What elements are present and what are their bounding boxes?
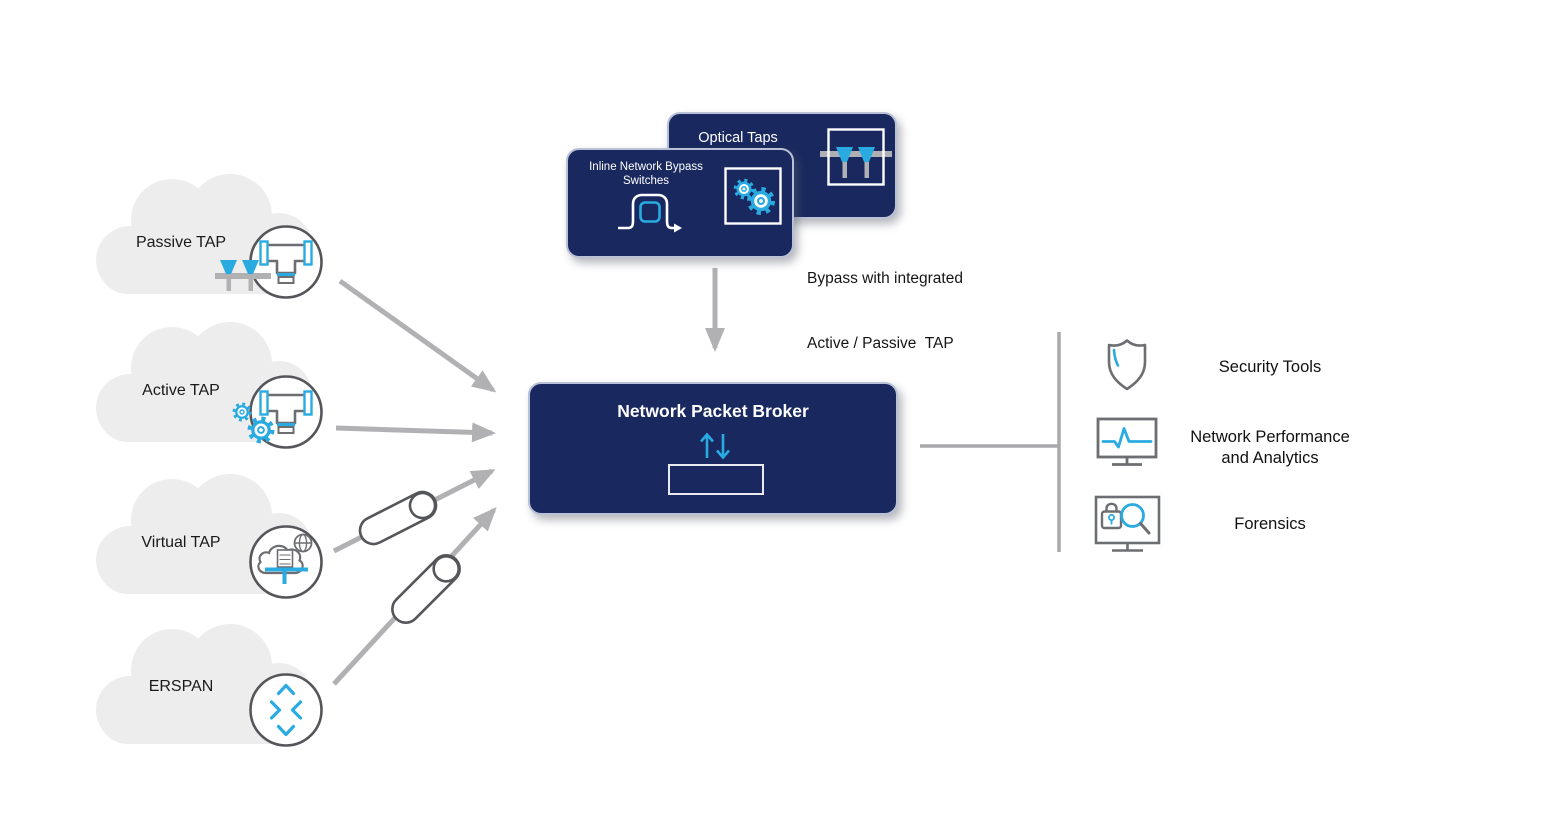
source-label: Active TAP <box>142 382 220 399</box>
destination-label-line1: Network Performance <box>1190 428 1350 446</box>
inline-bypass-label-line1: Inline Network Bypass <box>589 161 703 173</box>
destination-label-security-tools: Security Tools <box>1218 358 1322 376</box>
inline-bypass-label-line2: Switches <box>622 175 670 187</box>
erspan-router-circle-icon <box>249 673 323 747</box>
broker-port-rectangle <box>668 464 764 495</box>
arrow-active-tap-to-broker <box>335 422 496 443</box>
optical-taps-label: Optical Taps <box>698 130 778 146</box>
source-label: Passive TAP <box>135 234 227 251</box>
bypass-caption-line2: Active / Passive TAP <box>807 334 954 352</box>
source-passive-tap: Passive TAP <box>82 170 322 302</box>
inline-bypass-label: Inline Network Bypass Switches <box>570 160 722 188</box>
source-label: ERSPAN <box>148 678 214 695</box>
network-packet-broker-box: Network Packet Broker <box>528 382 898 515</box>
bypass-caption: Bypass with integrated Active / Passive … <box>807 225 963 397</box>
tunnel-capsule-icons <box>358 490 461 624</box>
destination-label-network-performance: Network Performance and Analytics <box>1160 427 1380 469</box>
bypass-caption-line1: Bypass with integrated <box>807 270 963 287</box>
source-active-tap: Active TAP <box>82 318 322 450</box>
arrow-passive-tap-to-broker <box>338 278 497 393</box>
source-virtual-tap: Virtual TAP <box>82 470 322 602</box>
source-label: Virtual TAP <box>141 534 221 551</box>
shield-icon <box>1107 339 1147 391</box>
up-down-arrows-icon <box>700 432 730 460</box>
monitor-pulse-icon <box>1096 417 1158 466</box>
broker-title: Network Packet Broker <box>617 401 809 421</box>
destination-label-line2: and Analytics <box>1221 449 1319 467</box>
padlock-icon <box>1100 502 1123 530</box>
destination-label-forensics: Forensics <box>1234 515 1306 533</box>
magnifier-icon <box>1120 503 1151 535</box>
optical-funnel-taps-icon <box>215 260 271 291</box>
tunnel-capsule-icon <box>358 490 438 546</box>
bypass-loop-icon <box>618 193 682 233</box>
source-erspan: ERSPAN <box>82 620 322 752</box>
gears-icon <box>232 402 278 450</box>
gears-square-icon <box>724 167 782 225</box>
optical-tap-square-icon <box>820 128 892 186</box>
monitor-lock-magnifier-icon <box>1094 495 1161 552</box>
router-chevrons-icon <box>269 683 303 737</box>
virtual-tap-circle-icon <box>249 525 323 599</box>
server-icon <box>276 549 294 568</box>
inline-bypass-box: Inline Network Bypass Switches <box>566 148 794 258</box>
tunnel-capsule-icon <box>391 554 461 624</box>
globe-icon <box>293 533 313 553</box>
